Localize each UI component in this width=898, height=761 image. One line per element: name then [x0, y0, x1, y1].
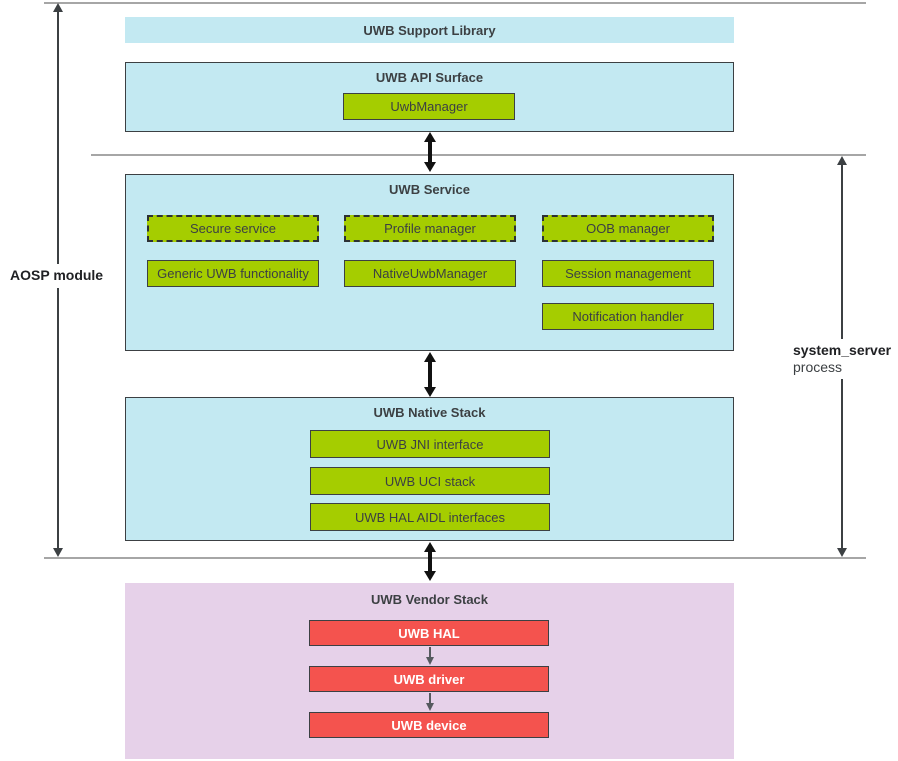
- native-stack-box: UWB Native Stack UWB JNI interface UWB U…: [125, 397, 734, 541]
- boundary-line-top: [44, 2, 866, 4]
- arrowhead-up: [424, 132, 436, 142]
- uwb-uci-stack-box: UWB UCI stack: [310, 467, 550, 495]
- service-box: UWB Service Secure service Profile manag…: [125, 174, 734, 351]
- generic-uwb-functionality-box: Generic UWB functionality: [147, 260, 319, 287]
- native-vendor-double-arrow-icon: [424, 542, 436, 581]
- arrowhead-up: [424, 542, 436, 552]
- arrowhead-up: [53, 3, 63, 12]
- uwb-jni-interface-box: UWB JNI interface: [310, 430, 550, 458]
- notification-handler-box: Notification handler: [542, 303, 714, 330]
- native-stack-title: UWB Native Stack: [373, 405, 486, 420]
- api-surface-box: UWB API Surface UwbManager: [125, 62, 734, 132]
- api-surface-title: UWB API Surface: [375, 70, 484, 85]
- boundary-line-bottom: [44, 557, 866, 559]
- secure-service-box: Secure service: [147, 215, 319, 242]
- uwb-device-box: UWB device: [309, 712, 549, 738]
- aosp-module-text: AOSP module: [10, 267, 104, 283]
- hal-driver-arrow-icon: [425, 647, 435, 665]
- process-text: process: [793, 359, 843, 375]
- arrow-shaft: [428, 141, 432, 163]
- service-native-double-arrow-icon: [424, 352, 436, 397]
- boundary-line-middle: [91, 154, 866, 156]
- driver-device-arrow-icon: [425, 693, 435, 711]
- arrowhead-down: [424, 162, 436, 172]
- session-management-box: Session management: [542, 260, 714, 287]
- vendor-stack-box: UWB Vendor Stack UWB HAL UWB driver UWB …: [125, 583, 734, 759]
- system-server-label: system_server process: [788, 339, 897, 379]
- nativeuwbmanager-box: NativeUwbManager: [344, 260, 516, 287]
- uwb-hal-box: UWB HAL: [309, 620, 549, 646]
- profile-manager-box: Profile manager: [344, 215, 516, 242]
- uwbmanager-box: UwbManager: [343, 93, 515, 120]
- arrowhead-down: [424, 387, 436, 397]
- arrowhead-down: [426, 703, 434, 711]
- arrowhead-down: [53, 548, 63, 557]
- support-library-bar: UWB Support Library: [125, 17, 734, 43]
- arrowhead-up: [424, 352, 436, 362]
- oob-manager-box: OOB manager: [542, 215, 714, 242]
- arrow-shaft: [429, 647, 431, 658]
- arrowhead-down: [426, 657, 434, 665]
- system-server-text: system_server: [793, 342, 892, 358]
- arrowhead-down: [424, 571, 436, 581]
- support-library-title: UWB Support Library: [363, 23, 496, 38]
- arrow-shaft: [429, 693, 431, 704]
- arrow-shaft: [428, 551, 432, 572]
- arrowhead-down: [837, 548, 847, 557]
- arrow-shaft: [428, 361, 432, 388]
- uwb-hal-aidl-interfaces-box: UWB HAL AIDL interfaces: [310, 503, 550, 531]
- vendor-stack-title: UWB Vendor Stack: [370, 592, 489, 607]
- arrowhead-up: [837, 156, 847, 165]
- service-title: UWB Service: [389, 182, 470, 197]
- uwb-driver-box: UWB driver: [309, 666, 549, 692]
- aosp-module-label: AOSP module: [5, 264, 109, 288]
- api-service-double-arrow-icon: [424, 132, 436, 172]
